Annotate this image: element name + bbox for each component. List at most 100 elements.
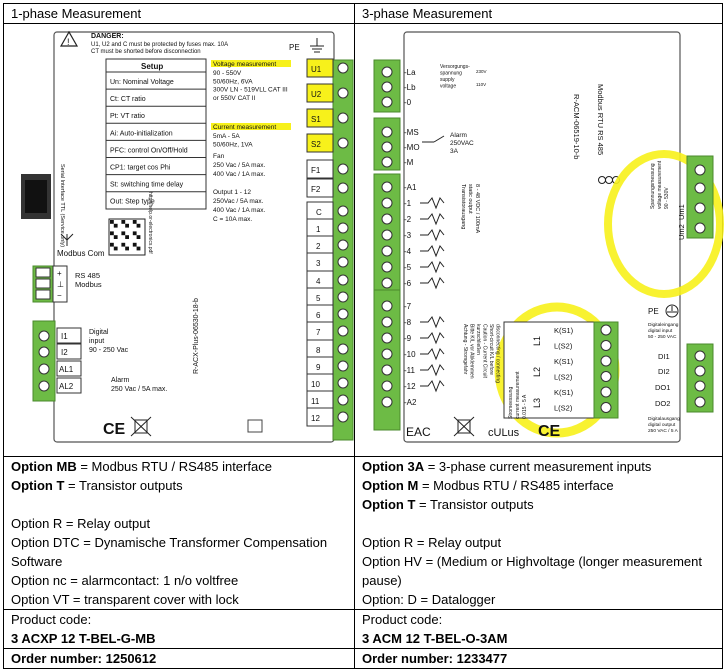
right-options-cell: Option 3A = 3-phase current measurement … [354,455,723,610]
terminal-label: 10 [311,380,320,389]
terminal-screw-icon [600,324,612,336]
supply-voltage-label: 110V [476,82,486,87]
phase-label: L2 [532,367,542,377]
output-pin-label: -6 [404,279,412,288]
option-code: Option R [362,534,414,550]
terminal-screw-icon [694,164,706,176]
shunt-line: Stromeessung [508,387,514,419]
output-spec-line: Output 1 - 12 [213,189,251,196]
alarm-pin-box [56,377,82,394]
output-pin-label: -8 [404,318,412,327]
terminal-screw-icon [337,163,349,175]
alarm-pin-label: -MO [404,143,420,152]
terminal-screw-icon [600,340,612,352]
certification-logo-icon [247,419,263,433]
terminal-label: C [316,208,322,217]
current-pin-label: K(S1) [554,388,574,397]
alarm-spec-line: Alarm [111,377,129,384]
terminal-screw-icon [337,360,349,372]
option-code: Option VT [11,591,70,607]
terminal-screw-icon [381,277,393,289]
setup-item: Un: Nominal Voltage [110,79,174,86]
left-order-number: Order number: 1250612 [3,647,355,670]
rs485-pin-label: − [57,291,62,300]
supply-label-line: supply [440,77,455,83]
terminal-label: 9 [316,363,321,372]
terminal-label: F2 [311,185,321,194]
digital-input-line: Digital [89,329,109,336]
option-description: = Dynamische Transformer Compensation So… [11,534,328,569]
do-spec-line: digital output [648,422,676,428]
warning-text-line: Caution - Current Circuit [482,324,488,379]
option-description: = Relay output [62,515,151,531]
danger-title: DANGER: [91,33,124,40]
option-code: Option HV [362,553,422,569]
option-description: = Transistor outputs [415,496,534,512]
digital-input-line: 90 - 250 Vac [89,347,129,354]
rs485-pin-box [35,289,51,300]
serial-interface-label: Serial Interface TTL (Service only) [59,164,65,247]
terminal-label: 2 [316,242,321,251]
terminal-label-box [306,58,334,78]
di-pin-label: I1 [61,332,68,341]
current-pin-label: K(S1) [554,357,574,366]
terminal-screw-icon [337,137,349,149]
terminal-label-box [306,178,334,198]
voltage-spec-line: 300V LN - 519VLL CAT III [213,87,288,94]
current-title: Current measurement [213,124,276,131]
ground-icon [310,38,324,53]
output-pin-label: -1 [404,199,412,208]
transistor-line-2: static output [467,184,473,214]
supply-label-line: spannung [440,71,462,77]
di-spec-line: Digitaleingang [648,322,679,328]
terminal-label-box [306,159,334,179]
option-description: = Modbus RTU / RS485 interface [418,477,614,493]
left-product-code-cell: Product code: 3 ACXP 12 T-BEL-G-MB [3,608,355,649]
option-code: Option 3A [362,458,425,474]
terminal-screw-icon [381,96,393,108]
option-code: Option T [11,477,65,493]
option-line: Option T = Transistor outputs [11,476,347,495]
weee-bin-icon [130,416,152,437]
danger-line-1: U1, U2 and C must be protected by fuses … [91,42,228,48]
um-pin-label: Um2 [677,224,686,240]
output-pin-label: -5 [404,263,412,272]
warning-text-line: kurzschließen [475,324,481,355]
modbus-com-label: Modbus Com [57,249,105,258]
rs485-pin-label: ⊥ [57,280,64,289]
transistor-symbol-icon [420,213,445,226]
warning-text-line: Bitte K/L vor Abklemmen [469,324,475,379]
option-line: Option T = Transistor outputs [362,495,715,514]
option-line: Option DTC = Dynamische Transformer Comp… [11,533,347,571]
setup-item: Out: Step type [110,199,155,206]
option-description: = Relay output [413,534,502,550]
option-line: Option nc = alarmcontact: 1 n/o voltfree [11,571,347,590]
current-pin-label: L(S2) [554,373,573,382]
terminal-screw-icon [694,350,706,362]
terminal-screw-icon [337,205,349,217]
terminal-screw-icon [337,182,349,194]
terminal-screw-icon [381,126,393,138]
rs485-pin-box [35,267,51,278]
supply-label-line: voltage [440,84,456,90]
transistor-symbol-icon [420,316,445,329]
terminal-label: 8 [316,346,321,355]
option-description: = alarmcontact: 1 n/o voltfree [66,572,239,588]
right-ground-icon [665,304,679,318]
option-description: = 3-phase current measurement inputs [424,458,652,474]
terminal-screw-icon [381,181,393,193]
terminal-screw-icon [694,202,706,214]
terminal-label: 5 [316,294,321,303]
right-header: 3-phase Measurement [354,2,723,25]
left-diagram-cell: ! DANGER: U1, U2 and C must be protected… [3,23,355,457]
um-spec-line: voltage measurement [657,160,663,209]
transistor-line-3: 8 - 48 VDC / 100mA [474,184,480,234]
terminal-label: F1 [311,166,321,175]
alarm-spec-line: 250VAC [450,140,474,147]
current-pin-label: K(S1) [554,326,574,335]
terminal-screw-icon [694,182,706,194]
terminal-screw-icon [337,325,349,337]
transistor-symbol-icon [420,245,445,258]
